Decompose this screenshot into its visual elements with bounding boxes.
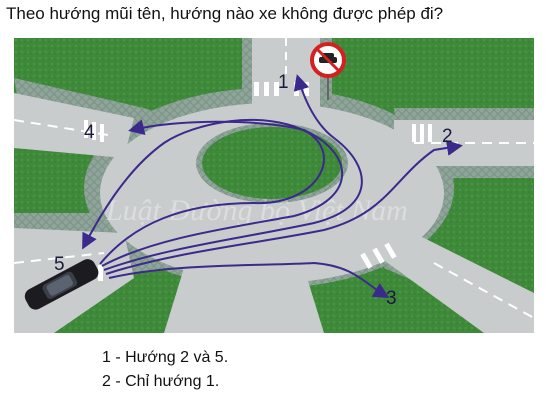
roundabout-illustration: Luật Đường bộ Việt Nam 1 2 3 4 5: [14, 38, 534, 333]
direction-label-5: 5: [54, 254, 65, 275]
answer-list: 1 - Hướng 2 và 5. 2 - Chỉ hướng 1.: [102, 346, 228, 394]
answer-option-2[interactable]: 2 - Chỉ hướng 1.: [102, 373, 220, 390]
direction-label-1: 1: [278, 72, 289, 93]
arrow-to-3: [108, 261, 390, 299]
direction-arrows: [82, 74, 463, 299]
car-icon: [24, 259, 99, 310]
answer-option-1[interactable]: 1 - Hướng 2 và 5.: [102, 349, 229, 366]
arrow-to-5: [82, 118, 325, 265]
arrow-to-4: [101, 119, 344, 267]
arrow-to-1: [103, 74, 363, 271]
question-text: Theo hướng mũi tên, hướng nào xe không đ…: [6, 4, 444, 23]
no-cars-sign-icon: [310, 42, 346, 100]
direction-label-4: 4: [84, 122, 95, 143]
central-island: [202, 127, 342, 199]
direction-label-3: 3: [386, 288, 397, 309]
direction-label-2: 2: [442, 126, 453, 147]
arrow-to-2: [105, 139, 463, 275]
lane-markings: [14, 38, 534, 319]
